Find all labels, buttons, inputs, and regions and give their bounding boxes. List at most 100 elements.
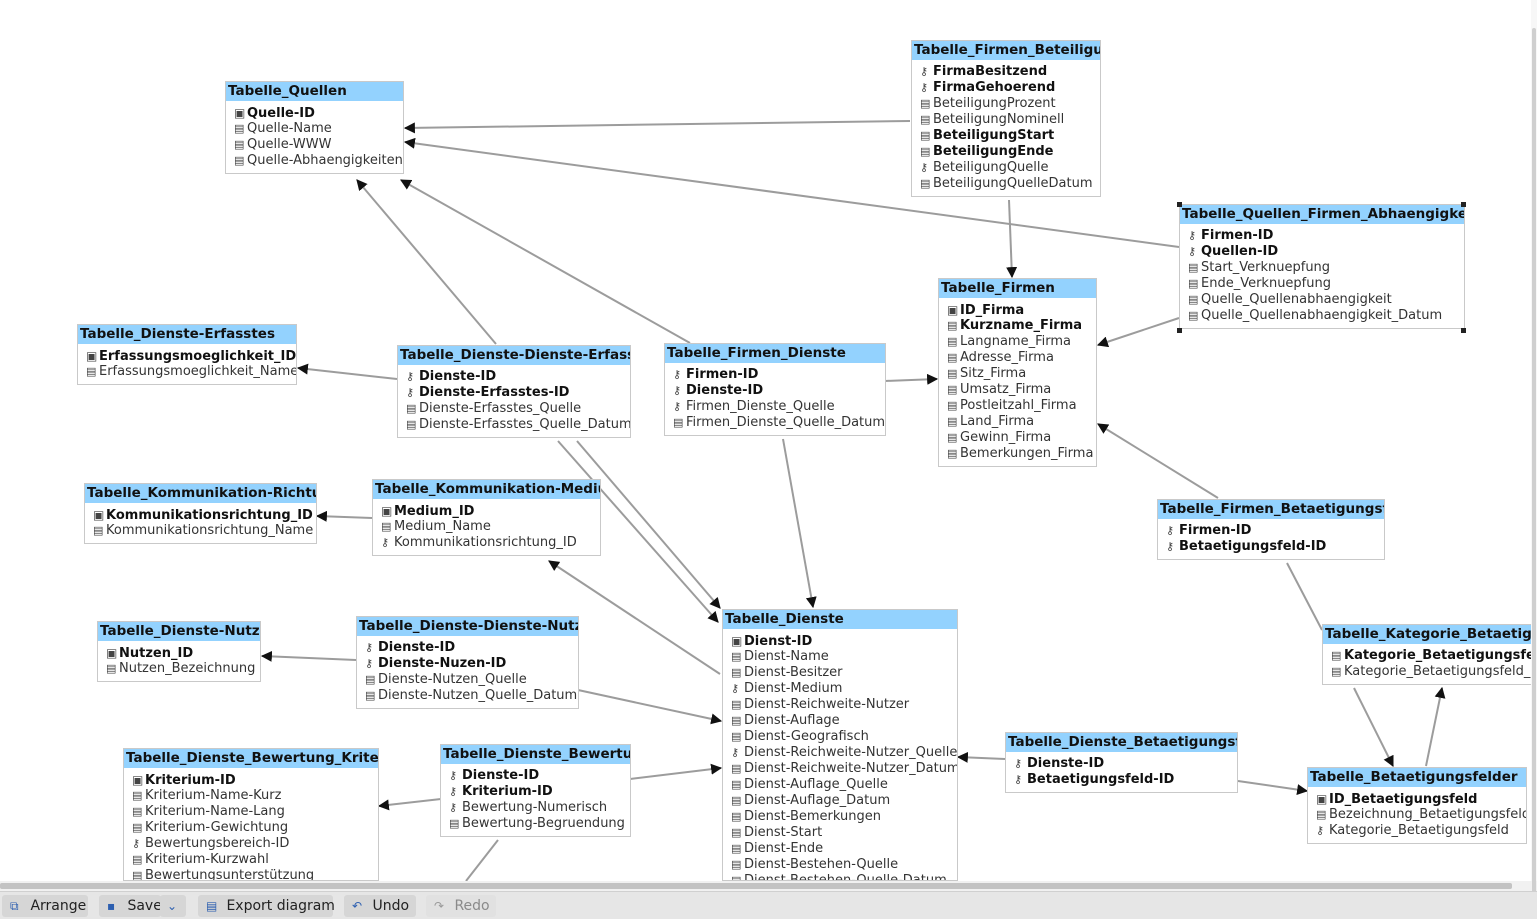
table-header[interactable]: Tabelle_Kommunikation-Medium — [373, 480, 600, 499]
arrange-button[interactable]: ⧉ Arrange — [2, 895, 88, 917]
relation-line[interactable] — [548, 560, 721, 675]
table-field[interactable]: ▤Adresse_Firma — [939, 350, 1096, 366]
table-field[interactable]: ▤Dienst-Bestehen-Quelle-Datum — [723, 873, 957, 880]
table-field[interactable]: ▤Quelle_Quellenabhaengigkeit — [1180, 292, 1464, 308]
table-field[interactable]: ▣Medium_ID — [373, 503, 600, 519]
relation-line[interactable] — [1286, 562, 1323, 631]
table-field[interactable]: ▤Umsatz_Firma — [939, 382, 1096, 398]
table-field[interactable]: ▤Kommunikationsrichtung_Name — [85, 523, 316, 539]
table-field[interactable]: ▤Dienst-Bemerkungen — [723, 809, 957, 825]
table-field[interactable]: ⚷Dienst-Reichweite-Nutzer_Quelle — [723, 745, 957, 761]
table-field[interactable]: ▣Erfassungsmoeglichkeit_ID — [78, 348, 296, 364]
table-field[interactable]: ▤Bewertung-Begruendung — [441, 816, 630, 832]
table-tabelle-dienste[interactable]: Tabelle_Dienste▣Dienst-ID▤Dienst-Name▤Di… — [722, 609, 958, 881]
table-field[interactable]: ▤BeteiligungNominell — [912, 112, 1100, 128]
relation-line[interactable] — [1425, 686, 1446, 767]
table-field[interactable]: ▤Firmen_Dienste_Quelle_Datum — [665, 415, 885, 431]
table-field[interactable]: ▤Dienst-Reichweite-Nutzer — [723, 697, 957, 713]
table-field[interactable]: ▤Sitz_Firma — [939, 366, 1096, 382]
selection-handle[interactable] — [1461, 328, 1466, 333]
relation-line[interactable] — [956, 751, 1006, 763]
relation-line[interactable] — [557, 440, 719, 623]
relation-line[interactable] — [260, 650, 357, 662]
table-field[interactable]: ▣Kommunikationsrichtung_ID — [85, 507, 316, 523]
table-tabelle-kommunikation-richtung[interactable]: Tabelle_Kommunikation-Richtung▣Kommunika… — [84, 483, 317, 544]
table-field[interactable]: ▤Quelle-Abhaengigkeiten — [226, 153, 403, 169]
relation-line[interactable] — [377, 798, 442, 811]
table-field[interactable]: ⚷Quellen-ID — [1180, 244, 1464, 260]
table-tabelle-dienste-betaetigungsfeld[interactable]: Tabelle_Dienste_Betaetigungsfeld ⚷Dienste… — [1005, 732, 1238, 793]
table-header[interactable]: Tabelle_Dienste_Betaetigungsfeld — [1006, 733, 1237, 752]
relation-line[interactable] — [1353, 687, 1394, 767]
table-field[interactable]: ⚷Dienste-ID — [441, 768, 630, 784]
diagram-canvas[interactable]: Tabelle_Quellen▣Quelle-ID▤Quelle-Name▤Qu… — [0, 0, 1537, 881]
table-field[interactable]: ▤Erfassungsmoeglichkeit_Name — [78, 364, 296, 380]
table-field[interactable]: ⚷BeteiligungQuelle — [912, 160, 1100, 176]
table-field[interactable]: ▤Dienste-Nutzen_Quelle — [357, 672, 578, 688]
table-field[interactable]: ⚷Dienste-ID — [398, 369, 630, 385]
table-field[interactable]: ▣Kriterium-ID — [124, 772, 378, 788]
table-field[interactable]: ▤Dienste-Erfasstes_Quelle_Datum — [398, 417, 630, 433]
relation-line[interactable] — [403, 137, 1180, 248]
table-tabelle-dienste-dienste-nutzen[interactable]: Tabelle_Dienste-Dienste-Nutzen ⚷Dienste-I… — [356, 616, 579, 709]
table-field[interactable]: ▣Quelle-ID — [226, 105, 403, 121]
undo-button[interactable]: ↶ Undo — [344, 895, 416, 917]
table-tabelle-betaetigungsfelder[interactable]: Tabelle_Betaetigungsfelder▣ID_Betaetigun… — [1307, 767, 1527, 844]
table-field[interactable]: ▤Bezeichnung_Betaetigungsfeld — [1308, 807, 1526, 823]
table-header[interactable]: Tabelle_Firmen_Beteiligung — [912, 41, 1100, 60]
table-tabelle-firmen-dienste[interactable]: Tabelle_Firmen_Dienste⚷Firmen-ID⚷Dienste… — [664, 343, 886, 436]
table-field[interactable]: ⚷Dienste-ID — [1006, 756, 1237, 772]
table-field[interactable]: ▤BeteiligungStart — [912, 128, 1100, 144]
table-field[interactable]: ⚷Dienste-ID — [357, 640, 578, 656]
relation-line[interactable] — [403, 120, 911, 134]
table-tabelle-dienste-dienste-erfasstes[interactable]: Tabelle_Dienste-Dienste-Erfasstes ⚷Dienst… — [397, 345, 631, 438]
table-field[interactable]: ▤BeteiligungQuelleDatum — [912, 176, 1100, 192]
table-tabelle-quellen-firmen-abhaengigkeiten[interactable]: Tabelle_Quellen_Firmen_Abhaengigkeiten⚷F… — [1179, 204, 1465, 329]
table-field[interactable]: ▤Quelle_Quellenabhaengigkeit_Datum — [1180, 308, 1464, 324]
table-field[interactable]: ▤Dienste-Erfasstes_Quelle — [398, 401, 630, 417]
relation-line[interactable] — [1237, 780, 1309, 796]
table-header[interactable]: Tabelle_Dienste_Bewertung — [441, 745, 630, 764]
table-header[interactable]: Tabelle_Quellen — [226, 82, 403, 101]
table-field[interactable]: ⚷Dienste-ID — [665, 383, 885, 399]
table-field[interactable]: ▤Dienst-Auflage_Quelle — [723, 777, 957, 793]
table-field[interactable]: ▤Kriterium-Gewichtung — [124, 820, 378, 836]
table-field[interactable]: ▤Bewertungsunterstützung — [124, 868, 378, 880]
selection-handle[interactable] — [1177, 202, 1182, 207]
table-header[interactable]: Tabelle_Dienste-Dienste-Nutzen — [357, 617, 578, 636]
scroll-thumb[interactable] — [1532, 28, 1536, 893]
table-field[interactable]: ▤BeteiligungProzent — [912, 96, 1100, 112]
relation-line[interactable] — [629, 763, 723, 780]
table-field[interactable]: ⚷Dienste-Erfasstes-ID — [398, 385, 630, 401]
selection-handle[interactable] — [1177, 328, 1182, 333]
table-field[interactable]: ⚷Kommunikationsrichtung_ID — [373, 535, 600, 551]
table-tabelle-kommunikation-medium[interactable]: Tabelle_Kommunikation-Medium▣Medium_ID▤M… — [372, 479, 601, 556]
table-field[interactable]: ▤Dienst-Ende — [723, 841, 957, 857]
table-tabelle-dienste-bewertung-kriterien[interactable]: Tabelle_Dienste_Bewertung_Kriterien▣Krit… — [123, 748, 379, 881]
table-header[interactable]: Tabelle_Dienste — [723, 610, 957, 629]
table-field[interactable]: ⚷Firmen-ID — [1158, 523, 1384, 539]
table-field[interactable]: ⚷Betaetigungsfeld-ID — [1158, 539, 1384, 555]
save-options-button[interactable]: ⌄ — [160, 895, 186, 917]
table-field[interactable]: ▤BeteiligungEnde — [912, 144, 1100, 160]
table-header[interactable]: Tabelle_Dienste-Dienste-Erfasstes — [398, 346, 630, 365]
table-field[interactable]: ⚷Betaetigungsfeld-ID — [1006, 772, 1237, 788]
relation-line[interactable] — [315, 510, 373, 522]
table-tabelle-quellen[interactable]: Tabelle_Quellen▣Quelle-ID▤Quelle-Name▤Qu… — [225, 81, 404, 174]
relation-line[interactable] — [577, 689, 723, 725]
relation-line[interactable] — [576, 440, 721, 609]
table-tabelle-firmen-betaetigungsfeld[interactable]: Tabelle_Firmen_Betaetigungsfeld⚷Firmen-I… — [1157, 499, 1385, 560]
table-field[interactable]: ▤Ende_Verknuepfung — [1180, 276, 1464, 292]
table-field[interactable]: ▤Dienst-Auflage — [723, 713, 957, 729]
relation-line[interactable] — [782, 438, 817, 609]
table-tabelle-kategorie-betaetigungsfeld[interactable]: Tabelle_Kategorie_Betaetigungsfeld▤Kateg… — [1322, 624, 1537, 685]
table-field[interactable]: ⚷Kategorie_Betaetigungsfeld — [1308, 823, 1526, 839]
table-field[interactable]: ⚷Bewertung-Numerisch — [441, 800, 630, 816]
table-tabelle-dienste-bewertung[interactable]: Tabelle_Dienste_Bewertung⚷Dienste-ID⚷Kri… — [440, 744, 631, 837]
table-tabelle-firmen-beteiligung[interactable]: Tabelle_Firmen_Beteiligung⚷FirmaBesitzen… — [911, 40, 1101, 197]
table-field[interactable]: ▤Dienst-Bestehen-Quelle — [723, 857, 957, 873]
table-field[interactable]: ▤Quelle-WWW — [226, 137, 403, 153]
table-field[interactable]: ▤Kurzname_Firma — [939, 318, 1096, 334]
table-field[interactable]: ▤Kriterium-Kurzwahl — [124, 852, 378, 868]
table-field[interactable]: ▤Dienst-Auflage_Datum — [723, 793, 957, 809]
